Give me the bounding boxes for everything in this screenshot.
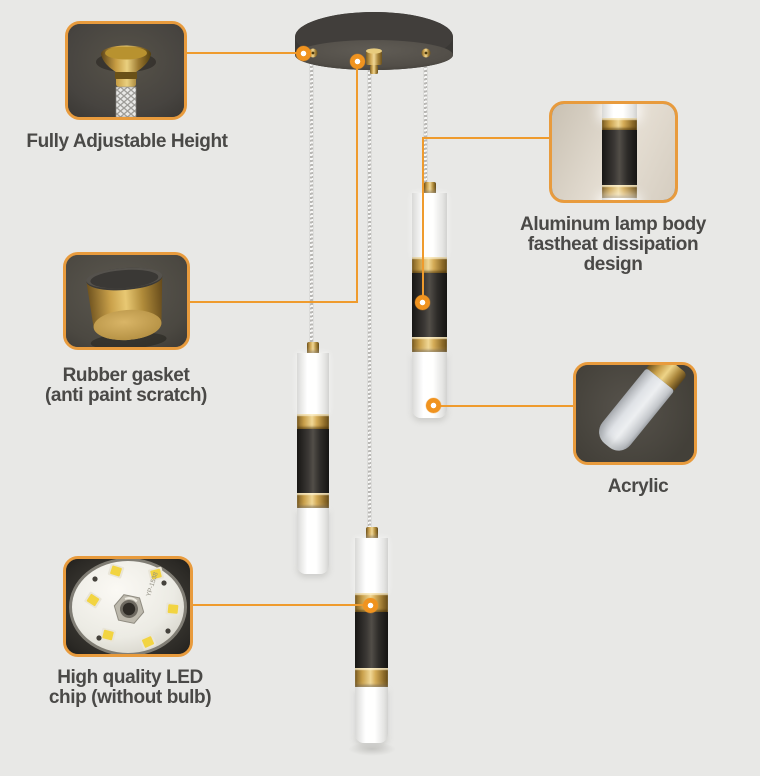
connector-line-aluminum-vertical <box>422 137 424 303</box>
label-rubber-gasket: Rubber gasket (anti paint scratch) <box>16 366 236 406</box>
label-aluminum-body: Aluminum lamp body fastheat dissipation … <box>503 215 723 275</box>
connector-line-rubber-gasket-vertical <box>356 60 358 302</box>
pendant-top-cap <box>307 342 319 353</box>
hanging-cable-left <box>310 56 313 344</box>
pendant-top-cap <box>365 527 378 538</box>
pendant-aluminum-body <box>355 612 388 668</box>
label-text: (anti paint scratch) <box>45 385 207 406</box>
connector-dot-acrylic <box>426 398 441 413</box>
hanging-cable-right <box>424 56 427 184</box>
aluminum-section <box>602 130 637 185</box>
label-text: fastheat dissipation design <box>527 234 699 275</box>
ceiling-canopy <box>295 12 453 74</box>
pendant-brass-ring <box>412 257 447 273</box>
label-acrylic: Acrylic <box>528 477 748 497</box>
acrylic-photo <box>576 365 694 462</box>
aluminum-body-photo <box>552 104 675 200</box>
center-fitting-stem <box>370 65 378 74</box>
pcb-screw-holes <box>92 576 171 641</box>
connector-line-rubber-gasket-horizontal <box>190 301 358 303</box>
center-fitting-top <box>366 48 382 54</box>
callout-box-aluminum-body <box>549 101 678 203</box>
connector-line-led-chip <box>193 604 371 606</box>
pendant-aluminum-body <box>297 429 329 493</box>
label-text: Acrylic <box>607 476 669 497</box>
led-chips <box>84 563 181 650</box>
lamp-body-cylinder <box>602 104 637 200</box>
pendant-top-cap <box>423 182 436 193</box>
pendant-acrylic-top <box>355 538 388 593</box>
rubber-gasket-photo <box>66 255 187 347</box>
label-text: High quality LED <box>57 667 203 688</box>
acrylic-tube <box>592 365 688 457</box>
pendant-left <box>297 342 329 574</box>
pendant-soft-shadow <box>348 742 396 756</box>
callout-box-led-chip: YP-1538 <box>63 556 193 657</box>
pendant-acrylic-top <box>412 193 447 257</box>
callout-box-adjustable-height <box>65 21 187 120</box>
cable-grip-left-hole <box>311 51 315 55</box>
pendant-brass-ring <box>297 414 329 429</box>
center-socket <box>113 594 145 624</box>
label-text: Aluminum lamp body <box>520 214 706 235</box>
frosted-acrylic-body <box>592 367 675 457</box>
pendant-acrylic-bottom <box>297 508 329 574</box>
pendant-brass-ring <box>412 337 447 352</box>
connector-dot-aluminum-body <box>415 295 430 310</box>
center-fitting <box>366 51 382 65</box>
pendant-acrylic-top <box>297 353 329 414</box>
label-led-chip: High quality LED chip (without bulb) <box>20 668 240 708</box>
connector-line-adjustable-height <box>186 52 304 54</box>
label-text: Fully Adjustable Height <box>26 131 228 152</box>
hanging-cable-center <box>368 68 371 529</box>
led-chip-photo: YP-1538 <box>66 559 190 654</box>
pendant-brass-ring <box>355 668 388 687</box>
connector-line-acrylic <box>433 405 573 407</box>
callout-box-acrylic <box>573 362 697 465</box>
label-text: Rubber gasket <box>62 365 190 386</box>
connector-dot-adjustable-height <box>296 46 311 61</box>
brass-ring <box>602 185 637 198</box>
pendant-acrylic-bottom <box>355 687 388 743</box>
adjustable-height-photo <box>68 24 184 117</box>
callout-box-rubber-gasket <box>63 252 190 350</box>
acrylic-glow-bottom <box>602 198 637 200</box>
brass-ring <box>602 118 637 130</box>
pendant-brass-ring <box>297 493 329 508</box>
acrylic-glow-top <box>602 104 637 118</box>
label-text: chip (without bulb) <box>48 687 212 708</box>
cable-grip-right-hole <box>424 51 428 55</box>
connector-line-aluminum-horizontal <box>423 137 549 139</box>
connector-dot-led-chip <box>363 598 378 613</box>
label-adjustable-height: Fully Adjustable Height <box>17 132 237 152</box>
pendant-center <box>355 527 388 743</box>
connector-dot-rubber-gasket <box>350 54 365 69</box>
